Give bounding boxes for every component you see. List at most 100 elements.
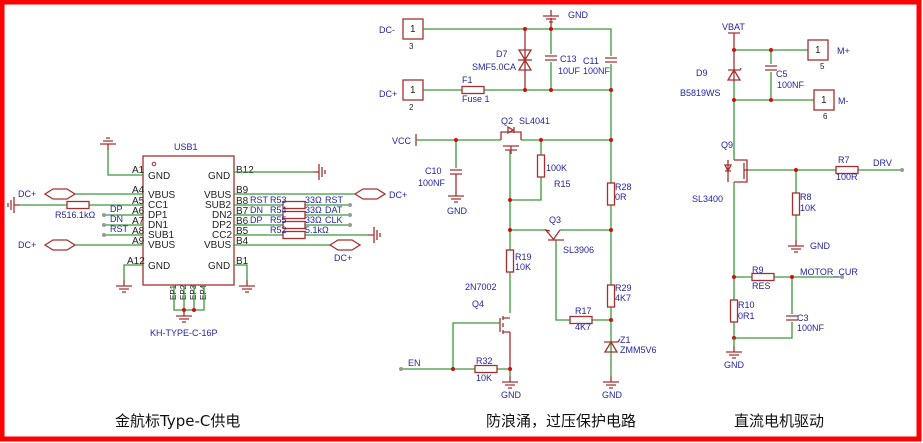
net-terminal[interactable] <box>102 213 106 217</box>
ref-label: R7 <box>838 155 850 165</box>
pin-name: DP1 <box>148 210 168 221</box>
wire <box>104 214 143 236</box>
resistor-r28[interactable] <box>606 182 616 206</box>
protection-section: 1 3 DC- 1 2 DC+ GND F1 Fuse 1 D7 SMF5.0C… <box>379 9 657 430</box>
net-label: M- <box>838 96 849 106</box>
value-label: Fuse 1 <box>462 94 490 104</box>
drv-terminal[interactable] <box>900 168 904 172</box>
en-terminal[interactable] <box>399 367 403 371</box>
ref-label: R10 <box>738 300 755 310</box>
net-terminal[interactable] <box>348 223 352 227</box>
resistor-r19[interactable] <box>505 249 515 273</box>
net-label: DRV <box>873 158 892 168</box>
value-label: 10K <box>476 373 492 383</box>
usb-connector-body[interactable] <box>142 155 235 286</box>
net-label: DC+ <box>18 189 36 199</box>
net-label: VBAT <box>722 22 745 32</box>
pin-num: 1 <box>410 24 416 35</box>
pin-num: A4 <box>132 185 145 196</box>
mosfet-q4[interactable] <box>499 316 511 369</box>
section-title-usb: 金航标Type-C供电 <box>115 412 240 430</box>
pin-name: DN2 <box>212 210 232 221</box>
value-label: SMF5.0CA <box>472 62 516 72</box>
ref-label: F1 <box>462 75 473 85</box>
resistor-r15[interactable] <box>536 154 546 178</box>
ref-label: R32 <box>476 356 493 366</box>
ground-icon <box>7 196 21 214</box>
section-title-protection: 防浪涌，过压保护电路 <box>486 412 636 430</box>
ground-icon <box>238 279 256 293</box>
connector-m-plus[interactable] <box>807 39 829 61</box>
resistor-r8[interactable] <box>791 192 801 216</box>
resistor-r10[interactable] <box>729 299 739 323</box>
zener-z1[interactable] <box>603 338 621 353</box>
resistor-r29[interactable] <box>606 284 616 308</box>
net-terminal[interactable] <box>102 223 106 227</box>
res-value: 5.1kΩ <box>305 225 329 235</box>
net-label: DP <box>250 215 263 225</box>
value-label: 0R <box>615 192 627 202</box>
diode-d9[interactable] <box>726 50 742 82</box>
pin-num: B4 <box>236 236 249 247</box>
pin-name: DP2 <box>212 220 232 231</box>
pin-num: A9 <box>132 236 145 247</box>
capacitor-c10[interactable] <box>449 169 463 175</box>
net-terminal[interactable] <box>102 233 106 237</box>
pin-name: SUB1 <box>148 230 175 241</box>
resistor-r51[interactable] <box>66 200 90 210</box>
ref-label: R9 <box>752 265 764 275</box>
dc-plus-port-icon[interactable] <box>329 239 361 251</box>
mosfet-q9[interactable] <box>723 159 748 183</box>
value-label: 4K7 <box>615 293 631 303</box>
value-label: 100R <box>836 172 858 182</box>
mosfet-q2[interactable] <box>500 125 522 154</box>
value-label: SL3400 <box>692 194 723 204</box>
ref-label: R8 <box>800 192 812 202</box>
value-label: 10K <box>515 262 531 272</box>
net-label: DC+ <box>389 190 407 200</box>
dc-plus-port-icon[interactable] <box>44 239 76 251</box>
pin-num: B12 <box>236 165 254 176</box>
usb-right-pins: B12 GND B9 VBUS B8 SUB2 B7 DN2 B6 DP2 B5… <box>204 165 254 272</box>
fuse-f1[interactable] <box>461 85 485 95</box>
ground-icon <box>602 375 620 389</box>
net-label: M+ <box>837 46 850 56</box>
ref-label: R19 <box>515 252 532 262</box>
dc-plus-port-icon[interactable] <box>44 188 76 200</box>
pin-name: GND <box>148 261 170 272</box>
ref-label: Q9 <box>721 140 733 150</box>
pin-num: 3 <box>409 42 414 51</box>
connector-m-minus[interactable] <box>813 89 835 111</box>
ground-icon <box>725 345 743 359</box>
pin-num: 1 <box>821 95 827 106</box>
pin-num: A7 <box>132 216 145 227</box>
usb-left-pins: A1 GND A4 VBUS A5 CC1 A6 DP1 A7 DN1 A8 S… <box>127 165 176 272</box>
pin-name: CC2 <box>212 230 232 241</box>
ref-label: C10 <box>425 166 442 176</box>
res-ref: R52 <box>270 225 287 235</box>
net-label: DN <box>110 214 123 224</box>
ground-icon <box>447 189 465 203</box>
value-label: B5819WS <box>680 88 721 98</box>
net-label: EN <box>408 358 421 368</box>
tvs-diode-d7[interactable] <box>517 29 533 90</box>
pin-name: VBUS <box>204 240 232 251</box>
res-ref: R53 <box>270 195 287 205</box>
net-terminal[interactable] <box>348 203 352 207</box>
ref-label: C11 <box>583 56 599 66</box>
wire <box>234 264 248 280</box>
net-terminal[interactable] <box>348 213 352 217</box>
wire <box>452 322 500 369</box>
pin-num: 1 <box>410 85 416 96</box>
motor-cur-terminal[interactable] <box>840 275 844 279</box>
transistor-q3[interactable] <box>544 228 564 241</box>
pin-name: CC1 <box>148 200 168 211</box>
dc-plus-port-icon[interactable] <box>354 188 386 200</box>
ref-label: R29 <box>615 283 632 293</box>
ref-label: R17 <box>575 306 592 316</box>
resistor-r32[interactable] <box>474 364 498 374</box>
pin-num: 6 <box>823 112 828 121</box>
value-label: 100NF <box>797 323 825 333</box>
net-label: GND <box>810 241 831 251</box>
usb-ep-pins: EP1 EP2 EP3 EP4 <box>169 284 208 323</box>
